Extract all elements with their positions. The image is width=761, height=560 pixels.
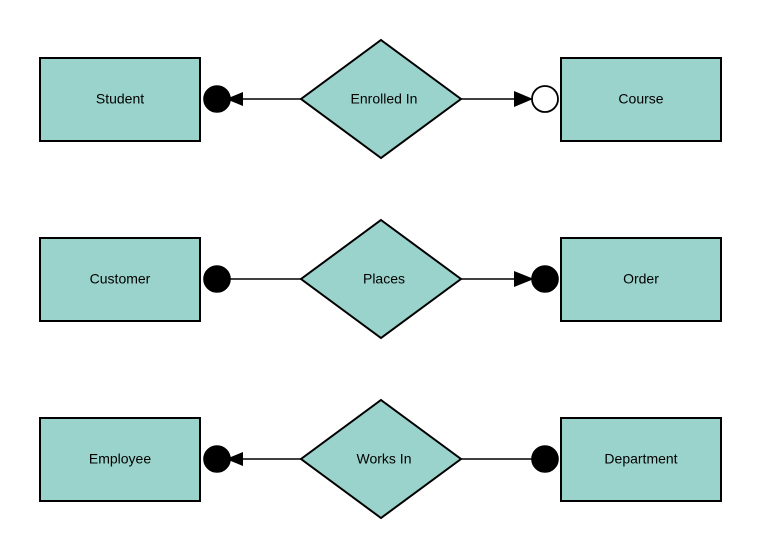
entity-box-right-row-1[interactable] xyxy=(560,57,722,142)
cardinality-marker-left-row-2 xyxy=(203,265,231,293)
entity-label-right-row-3: Department xyxy=(604,451,677,467)
relationship-label-row-3: Works In xyxy=(357,451,412,467)
er-row-1: Student Enrolled In Course xyxy=(39,38,722,160)
entity-label-left-row-3: Employee xyxy=(89,451,151,467)
relationship-diamond-row-1[interactable] xyxy=(299,38,463,160)
entity-box-right-row-3[interactable] xyxy=(560,417,722,502)
entity-label-left-row-1: Student xyxy=(96,91,144,107)
er-row-2: Customer Places Order xyxy=(39,218,722,340)
entity-box-right-row-2[interactable] xyxy=(560,237,722,322)
relationship-label-row-1: Enrolled In xyxy=(351,91,418,107)
er-row-3: Employee Works In Department xyxy=(39,398,722,520)
arrowhead-left-row-1 xyxy=(226,92,243,106)
arrowhead-right-row-1 xyxy=(514,91,533,107)
relationship-diamond-row-3[interactable] xyxy=(299,398,463,520)
cardinality-marker-right-row-2 xyxy=(531,265,559,293)
arrowhead-left-row-3 xyxy=(226,452,243,466)
entity-label-left-row-2: Customer xyxy=(90,271,151,287)
cardinality-marker-right-row-1 xyxy=(531,85,559,113)
entity-box-left-row-1[interactable] xyxy=(39,57,201,142)
entity-label-right-row-2: Order xyxy=(623,271,659,287)
relationship-label-row-2: Places xyxy=(363,271,405,287)
arrowhead-right-row-2 xyxy=(514,271,534,287)
cardinality-marker-left-row-3 xyxy=(203,445,231,473)
relationship-diamond-row-2[interactable] xyxy=(299,218,463,340)
entity-label-right-row-1: Course xyxy=(618,91,663,107)
cardinality-marker-right-row-3 xyxy=(531,445,559,473)
entity-box-left-row-2[interactable] xyxy=(39,237,201,322)
entity-box-left-row-3[interactable] xyxy=(39,417,201,502)
cardinality-marker-left-row-1 xyxy=(203,85,231,113)
